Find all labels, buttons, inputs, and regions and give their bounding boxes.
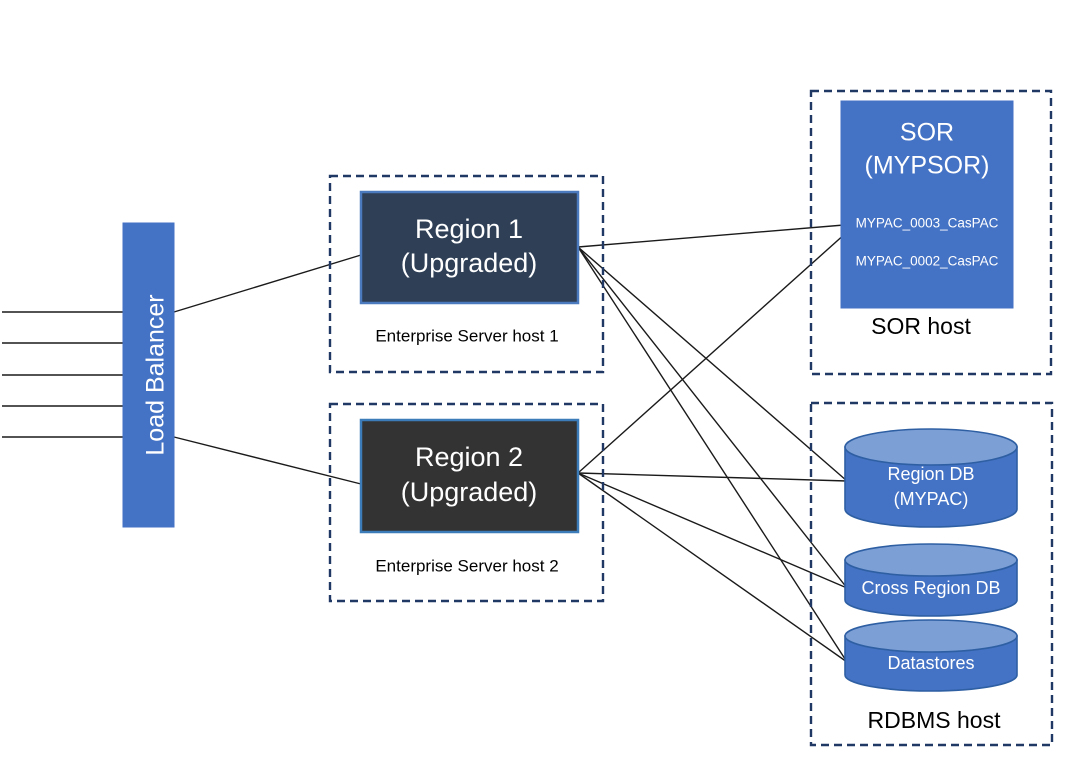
- connector-region1-to-cross-region-db: [577, 246, 848, 589]
- sor-host[interactable]: SOR (MYPSOR) MYPAC_0003_CasPAC MYPAC_000…: [809, 89, 1053, 376]
- region1-connectors: [577, 223, 857, 663]
- region-2-box[interactable]: [359, 418, 580, 534]
- enterprise-server-host-1[interactable]: Region 1 (Upgraded) Enterprise Server ho…: [328, 174, 605, 374]
- connector-region1-to-region-db: [577, 246, 848, 482]
- database-cross-region-db[interactable]: Cross Region DB: [844, 543, 1018, 617]
- region-1-label-line2: (Upgraded): [401, 248, 538, 278]
- region-db-cylinder-top: [844, 428, 1018, 466]
- region-2-label-line2: (Upgraded): [401, 477, 538, 507]
- sor-host-label: SOR host: [871, 313, 971, 339]
- cross-region-db-label: Cross Region DB: [861, 578, 1000, 598]
- load-balancer-box[interactable]: [122, 222, 175, 528]
- rdbms-host-label: RDBMS host: [868, 707, 1002, 733]
- rdbms-host-frame: [809, 401, 1054, 747]
- sor-item-0: MYPAC_0003_CasPAC: [856, 216, 999, 231]
- region-db-label-line1: Region DB: [887, 464, 974, 484]
- region-db-label-line2: (MYPAC): [894, 489, 969, 509]
- region-1-label-line1: Region 1: [415, 214, 523, 244]
- region-db-cylinder-body[interactable]: [844, 446, 1018, 528]
- rdbms-host[interactable]: Region DB (MYPAC) Cross Region DB Datast…: [809, 401, 1054, 747]
- enterprise-host-2-frame: [328, 402, 605, 603]
- region2-connectors: [577, 223, 857, 663]
- load-balancer-label: Load Balancer: [142, 294, 170, 455]
- datastores-cylinder-top: [844, 619, 1018, 653]
- sor-title-line1: SOR: [900, 119, 954, 147]
- connector-region2-to-region-db: [577, 472, 848, 482]
- region-1-box[interactable]: [359, 190, 580, 305]
- datastores-label: Datastores: [887, 653, 974, 673]
- connector-region1-to-sor: [577, 223, 857, 248]
- enterprise-host-1-label: Enterprise Server host 1: [375, 326, 558, 345]
- database-datastores[interactable]: Datastores: [844, 619, 1018, 692]
- enterprise-host-1-frame: [328, 174, 605, 374]
- enterprise-host-2-label: Enterprise Server host 2: [375, 556, 558, 575]
- database-region-db[interactable]: Region DB (MYPAC): [844, 428, 1018, 528]
- loadbalancer-connectors: [173, 254, 362, 485]
- connector-region2-to-cross-region-db: [577, 472, 848, 589]
- connector-region2-to-datastores: [577, 472, 848, 663]
- sor-node-box[interactable]: [840, 100, 1014, 309]
- cross-region-db-cylinder-top: [844, 543, 1018, 577]
- connector-lb-to-region2: [173, 436, 362, 485]
- connector-region2-to-sor: [577, 223, 857, 474]
- region-2-label-line1: Region 2: [415, 442, 523, 472]
- sor-host-frame: [809, 89, 1053, 376]
- connector-region1-to-datastores: [577, 246, 848, 663]
- ingress-lines: [2, 311, 124, 438]
- enterprise-server-host-2[interactable]: Region 2 (Upgraded) Enterprise Server ho…: [328, 402, 605, 603]
- load-balancer-node[interactable]: Load Balancer: [122, 222, 175, 528]
- sor-item-1: MYPAC_0002_CasPAC: [856, 254, 999, 269]
- sor-title-line2: (MYPSOR): [865, 152, 990, 180]
- connector-lb-to-region1: [173, 254, 362, 313]
